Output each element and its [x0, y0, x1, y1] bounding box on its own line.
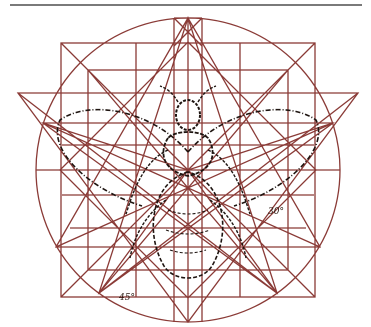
annotation-lower-left: 45° — [118, 293, 135, 303]
ray — [188, 170, 315, 297]
ray — [61, 43, 188, 170]
right-wing — [188, 110, 319, 206]
ray — [188, 43, 315, 170]
left-wing — [57, 110, 188, 206]
ray — [61, 170, 188, 297]
construction-geometry — [18, 18, 358, 322]
annotation-right-side: 30° — [268, 207, 284, 217]
